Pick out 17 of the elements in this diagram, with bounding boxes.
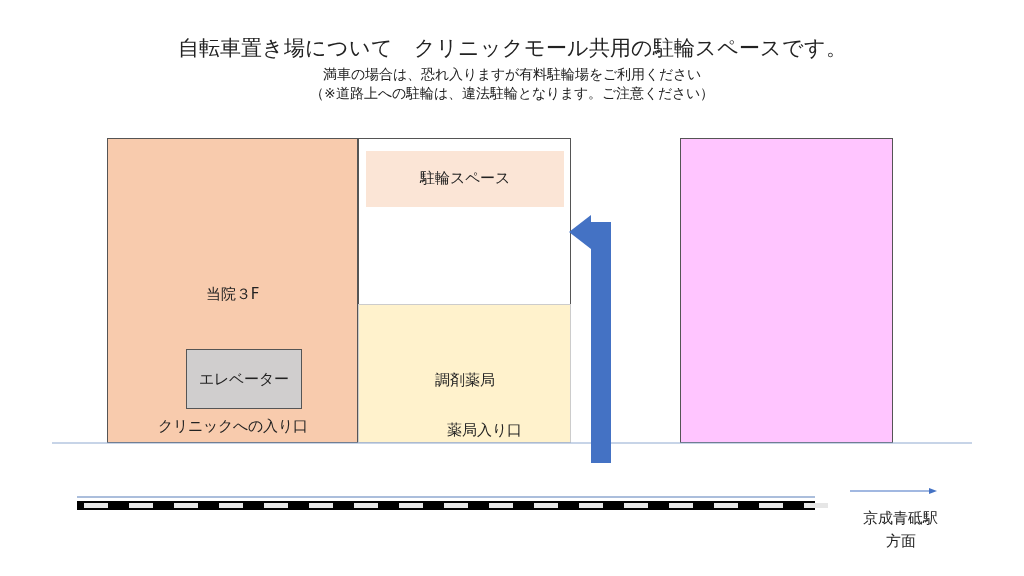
entrance-label: クリニックへの入り口 (157, 417, 308, 435)
title: 自転車置き場について クリニックモール共用の駐輪スペースです。 (176, 35, 848, 62)
arrow (569, 215, 611, 463)
parking-area (358, 138, 571, 305)
elevator-box (186, 349, 302, 409)
elevator-label: エレベーター (199, 370, 289, 388)
entrance-label: 薬局入り口 (447, 421, 522, 439)
direction-label: 京成青砥駅方面 (862, 508, 939, 552)
gym-building (680, 138, 893, 443)
subtitle-note: （※道路上への駐輪は、違法駐輪となります。ご注意ください） (309, 85, 715, 103)
bicycle-parking-box (366, 151, 564, 207)
pharmacy-label: 調剤薬局 (434, 371, 495, 389)
parking-label: 駐輪スペース (420, 169, 510, 187)
pharmacy-area (358, 304, 571, 443)
floor-label: 当院３F (205, 285, 260, 303)
clinic-area (107, 138, 358, 443)
subtitle-note: 満車の場合は、恐れ入りますが有料駐輪場をご利用ください (322, 66, 702, 84)
